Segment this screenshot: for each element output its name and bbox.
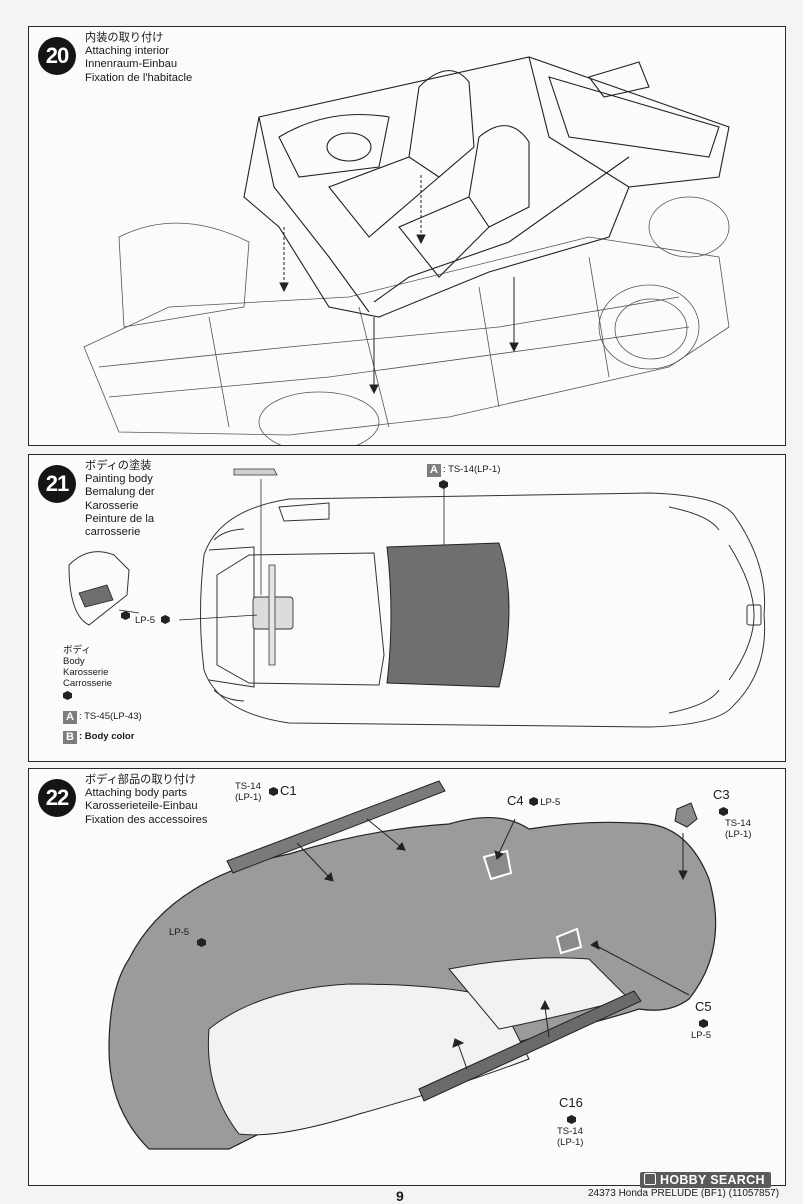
- paint-code-alt: (LP-1): [725, 829, 752, 840]
- c5-paint-label: LP-5: [691, 1019, 711, 1041]
- step-title-fr: Fixation des accessoires: [85, 813, 208, 826]
- logo-icon: [644, 1173, 656, 1185]
- paint-code: TS-14: [725, 818, 751, 829]
- step-title-de: Karosserieteile-Einbau: [85, 800, 198, 813]
- paint-code: TS-14: [557, 1126, 583, 1137]
- step-title-jp: ボディの塗装: [85, 460, 152, 472]
- paint-pin-icon: [121, 611, 130, 620]
- legend-a-text: : TS-45(LP-43): [79, 711, 142, 722]
- step-title-en: Attaching interior: [85, 45, 169, 58]
- interior-assembly-drawing: [83, 56, 730, 445]
- paint-pin-icon: [160, 615, 170, 624]
- paint-letter-a: A: [63, 711, 77, 724]
- step-title-block: ボディの塗装 Painting body Bemalung der Kaross…: [85, 460, 155, 539]
- c3-part-label: C3: [713, 787, 730, 802]
- legend-b-text: : Body color: [79, 731, 135, 742]
- step-21-panel: 21 ボディの塗装 Painting body Bemalung der Kar…: [28, 454, 786, 762]
- paint-letter-b: B: [63, 731, 77, 744]
- paint-pin-icon: [699, 1019, 708, 1028]
- step-title-fr-line2: carrosserie: [85, 526, 141, 539]
- body-label-block: ボディ Body Karosserie Carrosserie: [63, 645, 112, 702]
- page-number: 9: [396, 1188, 404, 1204]
- paint-code-alt: (LP-1): [235, 792, 262, 803]
- step-title-en: Painting body: [85, 473, 153, 486]
- paint-pin-icon: [567, 1115, 576, 1124]
- c1-paint-label: TS-14 (LP-1): [235, 781, 261, 803]
- paint-letter-a: A: [427, 464, 441, 477]
- step-22-panel: 22 ボディ部品の取り付け Attaching body parts Karos…: [28, 768, 786, 1186]
- step-title-en: Attaching body parts: [85, 787, 187, 800]
- body-paint-label: LP-5: [169, 927, 208, 949]
- step-title-block: 内装の取り付け Attaching interior Innenraum-Ein…: [85, 32, 192, 85]
- step-title-de-line1: Bemalung der: [85, 486, 155, 499]
- body-label-fr: Carrosserie: [63, 678, 113, 689]
- step-title-jp: 内装の取り付け: [85, 32, 164, 44]
- part-number: C16: [559, 1095, 583, 1110]
- step-title-de: Innenraum-Einbau: [85, 58, 178, 71]
- paint-pin-icon: [63, 691, 72, 700]
- c5-part-label: C5: [695, 999, 712, 1014]
- paint-code: : TS-14(LP-1): [443, 464, 501, 475]
- legend-a: A: TS-45(LP-43): [63, 711, 142, 724]
- paint-pin-icon: [269, 787, 278, 796]
- step-20-panel: 20 内装の取り付け Attaching interior Innenraum-…: [28, 26, 786, 446]
- step-title-fr: Fixation de l'habitacle: [85, 71, 193, 84]
- body-top-view-drawing: [68, 468, 766, 728]
- body-label-jp: ボディ: [63, 645, 91, 656]
- step-number-badge: 22: [38, 779, 76, 817]
- paint-pin-icon: [439, 480, 450, 491]
- watermark-text: HOBBY SEARCH: [660, 1173, 765, 1187]
- paint-code: LP-5: [691, 1030, 712, 1041]
- detail-paint-label: LP-5: [135, 615, 172, 626]
- watermark-logo: HOBBY SEARCH: [640, 1172, 771, 1188]
- step-title-jp: ボディ部品の取り付け: [85, 774, 197, 786]
- roof-paint-area: [386, 542, 510, 688]
- step-number-badge: 20: [38, 37, 76, 75]
- part-number: C3: [713, 787, 730, 802]
- body-shell: [108, 817, 717, 1150]
- body-label-en: Body: [63, 656, 85, 667]
- part-number: C1: [280, 783, 297, 798]
- legend-b: B: Body color: [63, 731, 134, 744]
- step-number-badge: 21: [38, 465, 76, 503]
- part-number: C4: [507, 793, 524, 808]
- paint-pin-icon: [719, 807, 728, 816]
- step-title-de-line2: Karosserie: [85, 499, 139, 512]
- product-code: 24373 Honda PRELUDE (BF1) (11057857): [588, 1188, 780, 1199]
- paint-code: LP-5: [540, 797, 561, 808]
- step-title-block: ボディ部品の取り付け Attaching body parts Karosser…: [85, 774, 208, 827]
- c3-paint-label: TS-14 (LP-1): [719, 807, 751, 840]
- part-number: C5: [695, 999, 712, 1014]
- paint-code-alt: (LP-1): [557, 1137, 584, 1148]
- paint-code: LP-5: [135, 615, 156, 626]
- roof-paint-callout: A: TS-14(LP-1): [427, 464, 500, 477]
- body-underside-drawing: [108, 780, 717, 1150]
- paint-code: TS-14: [235, 781, 261, 792]
- body-label-de: Karosserie: [63, 667, 109, 678]
- c16-part-label: C16: [559, 1095, 583, 1110]
- paint-pin-icon: [197, 938, 206, 947]
- c4-part-label: C4 LP-5: [507, 793, 561, 808]
- c16-paint-label: TS-14 (LP-1): [557, 1115, 583, 1148]
- paint-code: LP-5: [169, 927, 190, 938]
- step-title-fr-line1: Peinture de la: [85, 512, 155, 525]
- detail-paint-callout: [121, 611, 132, 622]
- paint-pin-icon: [529, 797, 539, 806]
- c1-part-label: C1: [269, 783, 297, 798]
